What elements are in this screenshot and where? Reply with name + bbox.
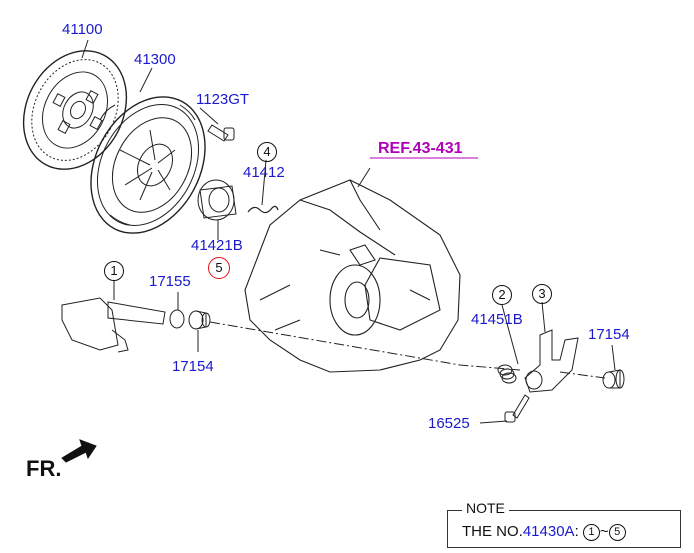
callout-2: 2 (492, 285, 512, 305)
part-label-41451b: 41451B (471, 311, 523, 328)
note-text: THE NO.41430A: 1~5 (462, 524, 626, 541)
bushing-17154-right (602, 369, 625, 389)
bushing-17155 (169, 309, 185, 329)
callout-1: 1 (104, 261, 124, 281)
shaft-centerline (209, 321, 521, 371)
release-fork (524, 329, 579, 393)
spring-41451b (497, 364, 517, 384)
note-box (447, 510, 681, 548)
part-label-17155: 17155 (149, 273, 191, 290)
front-arrow-icon (61, 439, 97, 463)
clutch-disc (22, 50, 128, 170)
part-label-17154-left: 17154 (172, 358, 214, 375)
note-title: NOTE (462, 501, 509, 515)
transaxle-housing (244, 179, 461, 373)
part-label-16525: 16525 (428, 415, 470, 432)
reference-link[interactable]: REF.43-431 (378, 140, 463, 157)
bushing-17154-left (188, 310, 211, 330)
note-tilde: ~ (599, 523, 609, 540)
callout-3: 3 (532, 284, 552, 304)
part-label-1123gt: 1123GT (196, 91, 250, 108)
leader-41100 (81, 39, 89, 59)
leader-41412 (261, 159, 267, 206)
release-shaft (61, 297, 166, 353)
part-label-17154-right: 17154 (588, 326, 630, 343)
leader-41451b (501, 304, 519, 365)
callout-5-highlighted: 5 (208, 257, 230, 279)
spring-clip (247, 205, 279, 214)
leader-1123gt (199, 107, 219, 125)
note-part-number: 41430A (522, 523, 575, 540)
part-label-41421b: 41421B (191, 237, 243, 254)
callout-4: 4 (257, 142, 277, 162)
bolt-16525 (504, 394, 530, 423)
leader-3 (541, 301, 546, 333)
bolt-1123gt (207, 124, 235, 142)
note-prefix: THE NO. (462, 523, 523, 540)
front-marker: FR. (26, 456, 62, 481)
leader-16525 (479, 420, 508, 424)
leader-41300 (139, 67, 153, 93)
part-label-41100: 41100 (62, 21, 103, 38)
release-bearing (197, 179, 237, 221)
note-range-start: 1 (582, 524, 600, 541)
leader-ref (357, 167, 371, 188)
leader-17154-right (611, 344, 616, 371)
note-colon: : (574, 523, 579, 540)
part-label-41412: 41412 (243, 164, 285, 181)
shaft-centerline-2 (559, 371, 606, 379)
pressure-plate (90, 96, 206, 234)
part-label-41300: 41300 (134, 51, 176, 68)
note-range-end: 5 (608, 524, 626, 541)
